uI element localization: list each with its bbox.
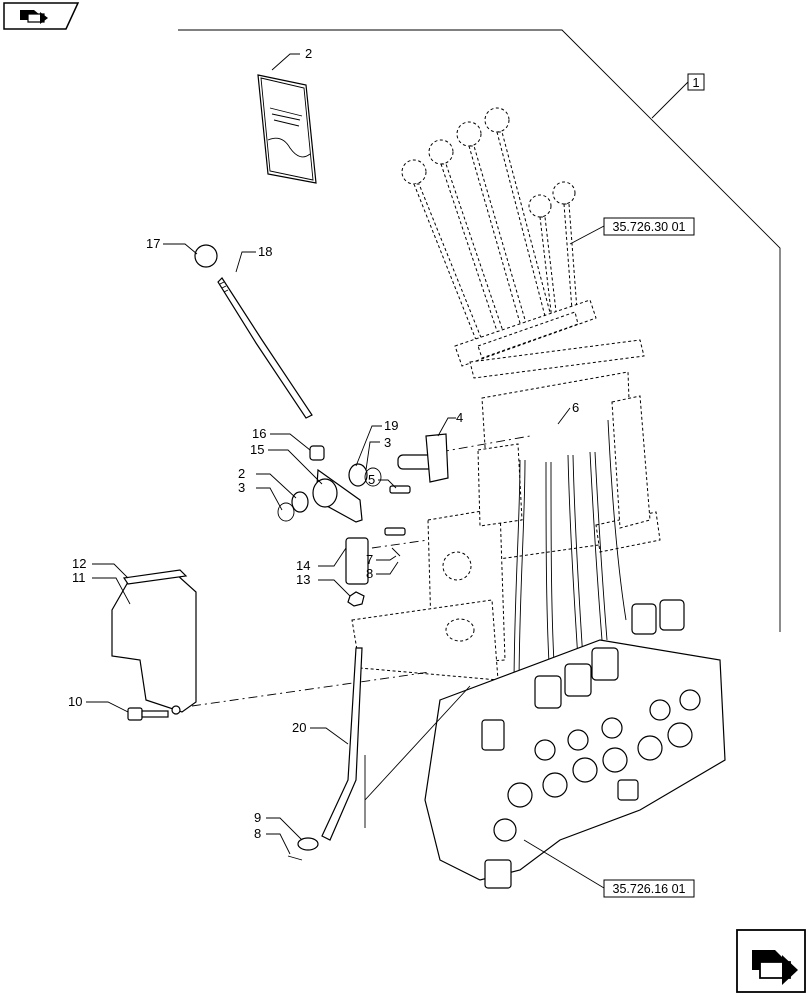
- callout-19: 19: [384, 418, 398, 433]
- control-cables: [513, 419, 627, 691]
- gear-lever: [194, 244, 313, 419]
- svg-text:1: 1: [692, 75, 699, 90]
- cover-plate: [111, 569, 197, 715]
- callout-15: 15: [250, 442, 264, 457]
- next-page-icon: [752, 950, 798, 985]
- callout-3: 3: [384, 435, 391, 450]
- bolt: [127, 707, 169, 721]
- shift-cable: [287, 647, 363, 861]
- callout-20: 20: [292, 720, 306, 735]
- callout-2-lower: 2: [238, 466, 245, 481]
- callout-16: 16: [252, 426, 266, 441]
- control-valve-bank: [424, 599, 726, 889]
- callout-5: 5: [368, 472, 375, 487]
- callout-13: 13: [296, 572, 310, 587]
- previous-page-icon: [20, 10, 48, 24]
- callout-12: 12: [72, 556, 86, 571]
- callout-8-bottom: 8: [254, 826, 261, 841]
- assembly-bracket: [178, 29, 781, 632]
- callout-14: 14: [296, 558, 310, 573]
- svg-text:35.726.30 01: 35.726.30 01: [613, 220, 686, 234]
- callout-9: 9: [254, 810, 261, 825]
- assembly-ref-1: 1: [687, 73, 705, 91]
- callout-4: 4: [456, 410, 463, 425]
- callout-7: 7: [366, 552, 373, 567]
- cross-ref-lower[interactable]: 35.726.16 01: [603, 879, 695, 898]
- cross-ref-leaders: [191, 225, 605, 889]
- callout-18: 18: [258, 244, 272, 259]
- callout-leaders: [86, 53, 571, 855]
- lever-linkage: [277, 433, 449, 607]
- callout-2: 2: [305, 46, 312, 61]
- previous-page-button[interactable]: [3, 2, 80, 30]
- callout-6: 6: [572, 400, 579, 415]
- ghost-control-levers: [401, 107, 645, 379]
- operator-manual-booklet: [257, 74, 317, 184]
- callout-11: 11: [72, 570, 86, 585]
- cross-ref-upper[interactable]: 35.726.30 01: [603, 217, 695, 236]
- callout-17: 17: [146, 236, 160, 251]
- svg-text:35.726.16 01: 35.726.16 01: [613, 882, 686, 896]
- callout-8: 8: [366, 566, 373, 581]
- callout-10: 10: [68, 694, 82, 709]
- callout-3-lower: 3: [238, 480, 245, 495]
- part-callouts: 2 17 18 16 15 19 3 4 6 2 3 5 7 8 12 11 1…: [68, 46, 579, 841]
- ghost-valve-housing: [351, 371, 661, 681]
- next-page-button[interactable]: [736, 929, 806, 993]
